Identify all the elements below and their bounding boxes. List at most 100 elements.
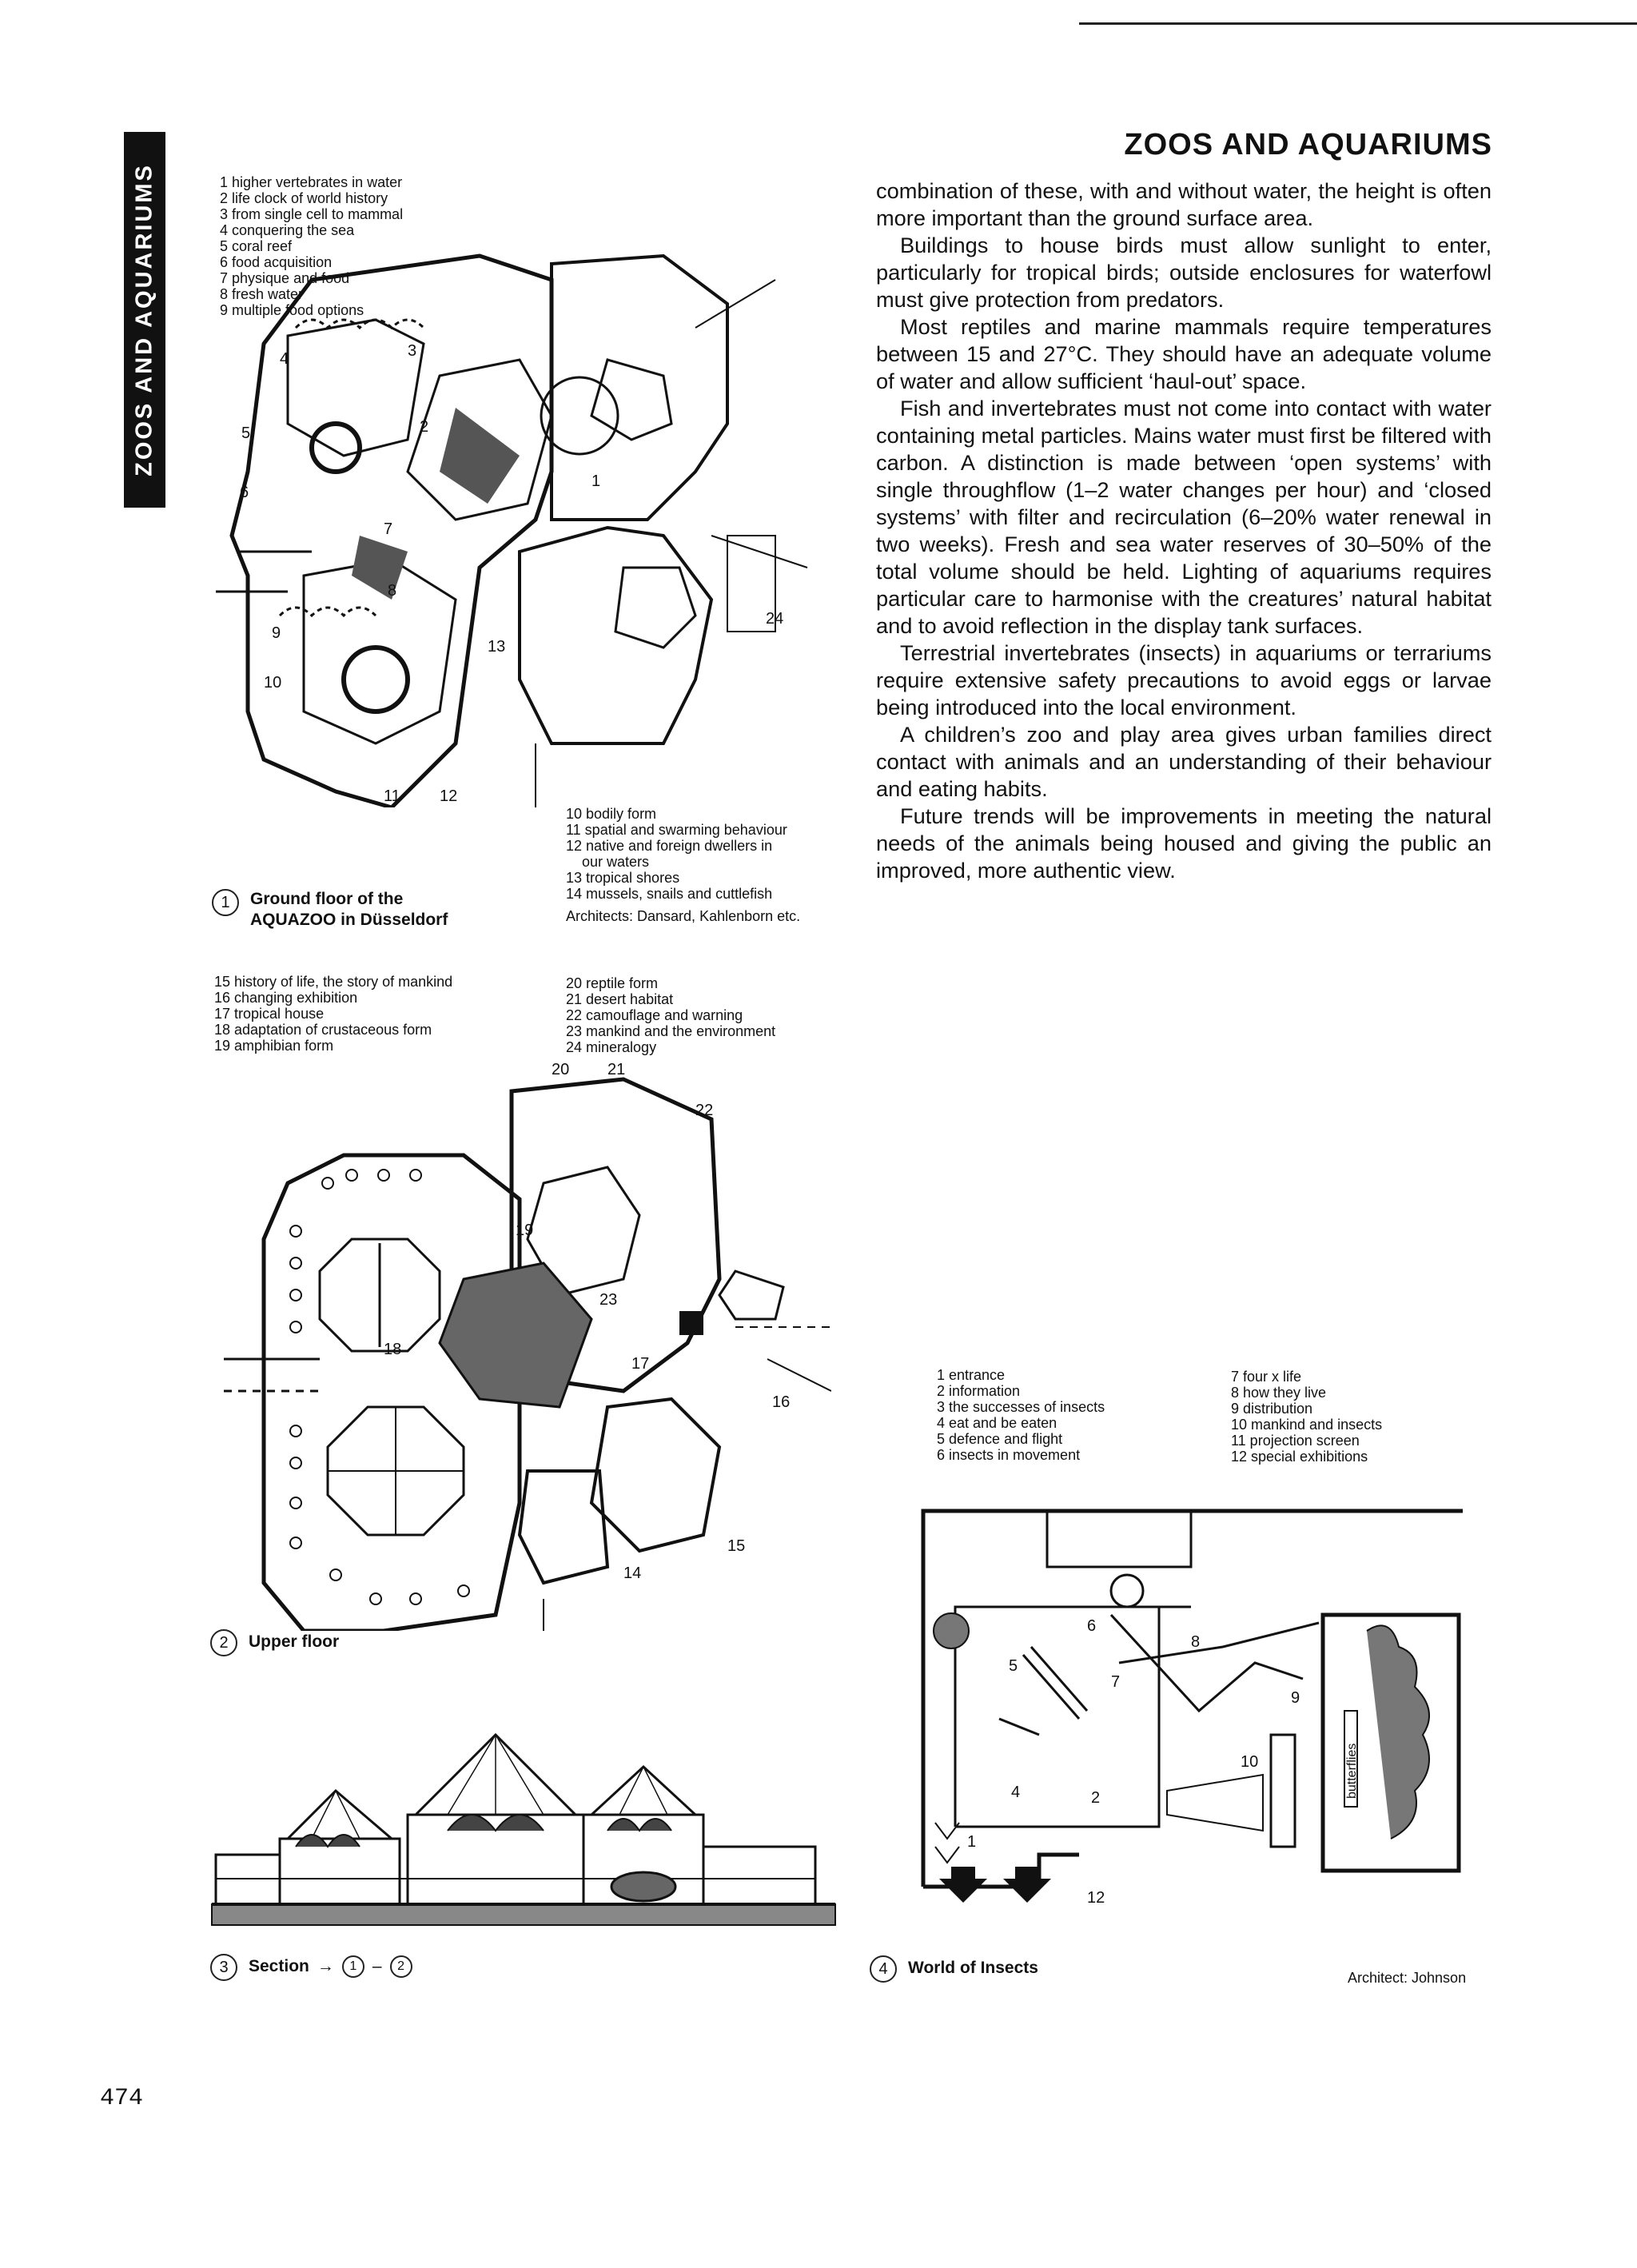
legend-item: 15 history of life, the story of mankind [214,974,453,990]
architects-credit: Architects: Dansard, Kahlenborn etc. [566,908,801,924]
plan-label: 10 [1241,1753,1258,1771]
plan-vegetation [352,536,408,600]
plan-tank [309,421,362,474]
plan-label: 2 [1091,1789,1100,1807]
ref-arrow: → [317,1957,334,1975]
legend-item: 14 mussels, snails and cuttlefish [566,886,773,902]
plan-label: 10 [264,674,281,692]
plan-display [998,1717,1040,1736]
plan-glass-dome [326,1405,465,1537]
plan-room [517,1469,610,1585]
fig4-architect: Architect: Johnson [1348,1970,1467,1986]
legend-item: 22 camouflage and warning [566,1007,743,1023]
section-pyramid-roof [588,1764,699,1816]
plan-tropical-house [261,1153,522,1631]
fig2-caption: 2 Upper floor [210,1629,339,1656]
caption-line: AQUAZOO in Düsseldorf [250,911,448,929]
plan-label: 23 [599,1291,617,1309]
plan-room [526,1166,641,1297]
plan-annex [711,535,808,568]
legend-item: 5 coral reef [220,238,293,254]
plan-lower-right-wing [518,525,714,745]
fig2-legend-a: 15 history of life, the story of mankind… [214,974,452,1054]
fig4-caption: 4 World of Insects [870,1955,1038,1983]
plan-projection-cone [1166,1773,1264,1832]
plan-small-dome [718,1270,785,1321]
plan-label: 7 [1111,1673,1120,1691]
plan-label: 3 [408,342,416,360]
plan-room [589,1397,722,1553]
fig4-world-of-insects-plan: 6 8 5 7 9 10 4 2 1 12 butterflies [921,1509,1463,1907]
plan-label: 2 [420,418,428,436]
plan-label: 11 [384,787,400,805]
ref-figure: 2 [389,1955,412,1978]
legend-item: 16 changing exhibition [214,990,358,1006]
legend-item: 7 four x life [1231,1369,1302,1385]
plan-label: 22 [695,1102,713,1119]
plan-label: 8 [388,582,396,600]
caption-line: Upper floor [249,1632,340,1651]
fig2-legend-b: 20 reptile form 21 desert habitat 22 cam… [566,975,775,1055]
legend-item: 17 tropical house [214,1006,325,1022]
plan-wall [1118,1621,1320,1664]
plan-outer-wall [921,1509,1463,1887]
legend-item: 18 adaptation of crustaceous form [214,1022,432,1038]
paragraph: combination of these, with and without w… [876,178,1492,230]
legend-item: 2 life clock of world history [220,190,388,206]
fig1-legend-b: 10 bodily form 11 spatial and swarming b… [566,806,800,924]
plan-label: 1 [967,1833,976,1851]
paragraph: Most reptiles and marine mammals require… [876,314,1492,393]
plan-butterfly-house [1320,1612,1461,1873]
plan-butterfly-planting [1366,1624,1430,1840]
body-text: combination of these, with and without w… [876,177,1492,884]
legend-item: 1 higher vertebrates in water [220,174,403,190]
caption-line: World of Insects [908,1959,1038,1977]
plan-right-wing [550,253,729,521]
legend-item: 3 from single cell to mammal [220,206,404,222]
plan-label: 19 [516,1222,533,1239]
fig4-legend-b: 7 four x life 8 how they live 9 distribu… [1231,1369,1382,1465]
fig1-caption: 1 Ground floor of the AQUAZOO in Düsseld… [212,889,448,931]
legend-item: 11 spatial and swarming behaviour [566,822,787,838]
ref-figure: 1 [341,1955,364,1978]
legend-item: 9 multiple food options [220,302,364,318]
plan-pool [590,358,673,441]
page-heading: ZOOS AND AQUARIUMS [1124,128,1492,161]
ref-dash: – [372,1957,382,1975]
page-number: 474 [100,2085,144,2112]
plan-label: 12 [440,787,457,805]
plan-round-exhibit [1109,1573,1145,1608]
legend-item: 10 mankind and insects [1231,1417,1383,1433]
legend-item: 12 native and foreign dwellers in [566,838,773,854]
plan-butterfly-label-box [1344,1710,1358,1808]
section-annex [702,1845,817,1906]
plan-label: 4 [1011,1784,1020,1801]
plan-annex [695,279,776,329]
legend-item: 19 amphibian form [214,1038,334,1054]
fig1-legend-a: 1 higher vertebrates in water 2 life clo… [220,174,403,318]
fig2-upper-floor-plan: 20 21 22 19 23 18 17 16 15 14 [224,1061,831,1631]
legend-item: 2 information [937,1383,1021,1399]
butterflies-label: butterflies [1345,1744,1359,1799]
plan-projection-screen [1269,1733,1296,1848]
plan-label: 8 [1191,1633,1200,1651]
plan-annex [727,535,776,632]
plan-label: 6 [240,484,249,501]
figure-number: 4 [870,1955,897,1983]
plan-wall [1109,1613,1304,1713]
plan-label: 1 [591,472,600,490]
figure-number: 3 [210,1954,237,1981]
fig3-section-drawing [211,1732,836,1926]
paragraph: A children’s zoo and play area gives urb… [876,722,1492,801]
plan-annex [767,1358,831,1392]
legend-item: 6 food acquisition [220,254,333,270]
plan-central-planting [438,1262,593,1409]
section-vegetation [295,1814,672,1848]
plan-room [406,358,553,521]
plan-label: 18 [384,1341,401,1358]
legend-item: 6 insects in movement [937,1447,1081,1463]
plan-label: 21 [607,1061,625,1078]
plan-label: 13 [488,638,505,656]
side-tab-label: ZOOS AND AQUARIUMS [131,163,157,476]
legend-item: 5 defence and flight [937,1431,1063,1447]
